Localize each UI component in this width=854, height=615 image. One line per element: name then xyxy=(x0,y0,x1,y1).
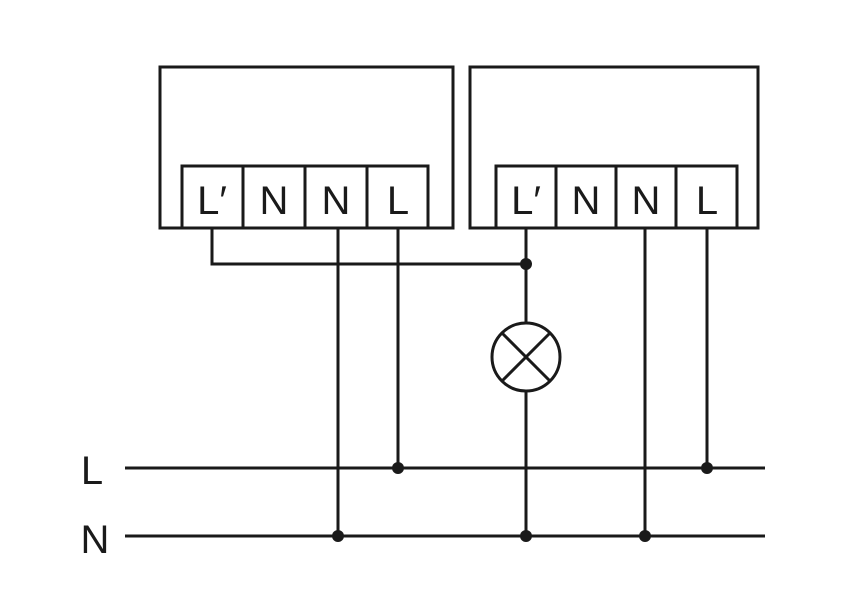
wire-device1-lprime xyxy=(210,228,526,266)
junction-dot xyxy=(639,530,651,542)
device-1-terminal-l: L xyxy=(387,179,409,223)
junction-dot xyxy=(332,530,344,542)
device-1-terminal-n2: N xyxy=(322,179,351,223)
label-line-l: L xyxy=(81,449,103,493)
junction-dot xyxy=(392,462,404,474)
device-1-terminal-lprime: L′ xyxy=(197,179,227,223)
device-2: L′ N N L xyxy=(468,65,760,230)
wires xyxy=(125,228,765,538)
junction-dot xyxy=(520,530,532,542)
device-2-terminal-n1: N xyxy=(572,179,601,223)
device-2-terminal-lprime: L′ xyxy=(511,179,541,223)
device-2-terminal-n2: N xyxy=(632,179,661,223)
device-1: L′ N N L xyxy=(158,65,455,230)
device-2-terminal-l: L xyxy=(696,179,718,223)
label-neutral-n: N xyxy=(81,518,110,562)
junction-dot xyxy=(701,462,713,474)
lamp-icon xyxy=(490,321,562,393)
junction-dot xyxy=(520,258,532,270)
junctions xyxy=(332,258,713,542)
device-1-terminal-n1: N xyxy=(260,179,289,223)
